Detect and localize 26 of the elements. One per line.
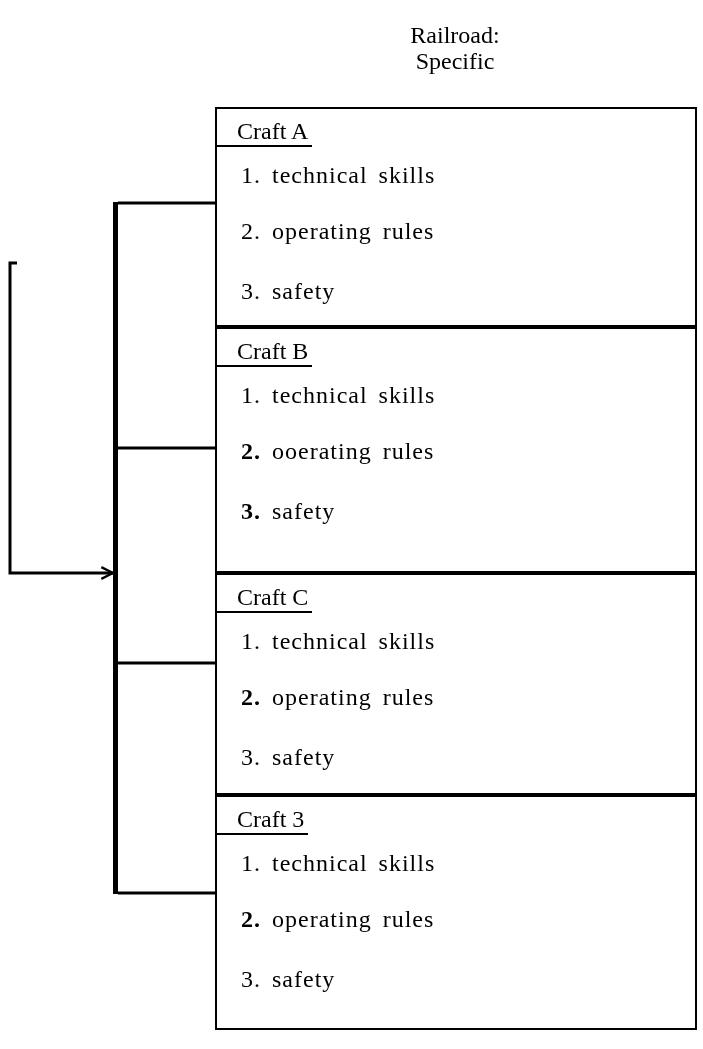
- diagram-title: Railroad: Specific: [409, 22, 501, 74]
- list-item: 3. safety: [241, 743, 336, 771]
- craft-heading: Craft A: [217, 117, 313, 147]
- connector-line: [118, 661, 215, 665]
- craft-box: [215, 795, 697, 1030]
- craft-box: [215, 573, 697, 795]
- craft-box: [215, 107, 697, 327]
- list-item: 2. ooerating rules: [241, 437, 435, 465]
- craft-heading: Craft 3: [217, 805, 309, 835]
- craft-box: [215, 327, 697, 573]
- list-item: 3. safety: [241, 965, 336, 993]
- list-item: 1. technical skills: [241, 161, 436, 189]
- connector-line: [118, 891, 215, 895]
- list-item: 1. technical skills: [241, 381, 436, 409]
- list-item: 2. operating rules: [241, 905, 435, 933]
- connector-line: [118, 446, 215, 450]
- list-item: 3. safety: [241, 277, 336, 305]
- list-item: 2. operating rules: [241, 217, 435, 245]
- list-item: 1. technical skills: [241, 627, 436, 655]
- craft-heading: Craft B: [217, 337, 313, 367]
- list-item: 2. operating rules: [241, 683, 435, 711]
- list-item: 1. technical skills: [241, 849, 436, 877]
- craft-heading: Craft C: [217, 583, 313, 613]
- connector-line: [118, 201, 215, 205]
- arrow: [8, 261, 115, 580]
- list-item: 3. safety: [241, 497, 336, 525]
